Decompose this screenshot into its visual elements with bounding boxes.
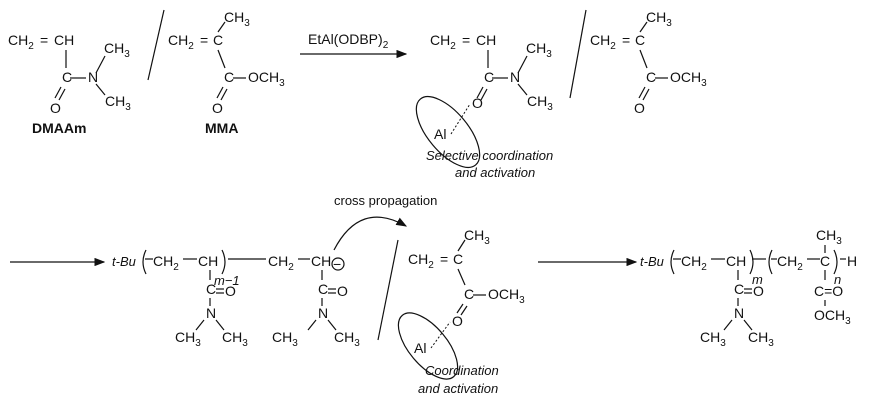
svg-text:=: = (622, 32, 630, 48)
al-coordinated-dmaam: CH2 = CH C N CH3 CH3 O Al (415, 32, 553, 168)
svg-text:O: O (50, 100, 61, 116)
svg-text:C: C (635, 32, 645, 48)
dmaam-label: DMAAm (32, 120, 86, 136)
svg-text:C: C (213, 32, 223, 48)
svg-text:Al: Al (434, 126, 446, 142)
svg-text:=: = (440, 251, 448, 267)
svg-text:CH2: CH2 (777, 253, 803, 273)
svg-text:CH3: CH3 (222, 329, 248, 349)
svg-text:−: − (333, 256, 341, 272)
svg-text:CH2: CH2 (681, 253, 707, 273)
svg-text:C: C (224, 69, 234, 85)
svg-text:C: C (734, 281, 744, 297)
svg-text:CH: CH (726, 253, 746, 269)
cross-propagation-arrow (333, 216, 408, 251)
svg-text:CH3: CH3 (105, 93, 131, 113)
svg-text:O: O (472, 95, 483, 111)
divider-slash (569, 9, 587, 99)
svg-text:C: C (820, 253, 830, 269)
svg-text:CH: CH (54, 32, 74, 48)
svg-text:CH3: CH3 (175, 329, 201, 349)
svg-text:t-Bu: t-Bu (112, 254, 136, 269)
svg-text:O: O (753, 283, 764, 299)
dmaam-structure: CH2 = CH C N CH3 CH3 O (8, 32, 131, 116)
al-coordinated-mma: CH2 = C CH3 C OCH3 O Al (397, 227, 525, 380)
reagent-label: EtAl(ODBP)2 (308, 31, 389, 51)
svg-text:CH3: CH3 (816, 227, 842, 247)
mma-label: MMA (205, 120, 238, 136)
svg-text:CH3: CH3 (700, 329, 726, 349)
svg-text:t-Bu: t-Bu (640, 254, 664, 269)
svg-text:CH3: CH3 (272, 329, 298, 349)
svg-text:Al: Al (414, 340, 426, 356)
block-copolymer-product: t-Bu CH2 CH m C O N CH3 CH3 CH2 C CH3 n … (640, 227, 857, 349)
svg-text:O: O (212, 100, 223, 116)
svg-text:CH3: CH3 (527, 93, 553, 113)
growing-chain-anion: t-Bu CH2 CH m−1 C O N CH3 CH3 CH2 CH − C… (112, 249, 360, 349)
svg-text:CH2: CH2 (430, 32, 456, 52)
svg-text:n: n (834, 272, 841, 287)
svg-text:O: O (337, 283, 348, 299)
svg-text:N: N (318, 305, 328, 321)
divider-slash (147, 9, 165, 81)
svg-text:C: C (453, 251, 463, 267)
selective-caption-line2: and activation (455, 165, 535, 180)
svg-text:=: = (200, 32, 208, 48)
svg-text:=: = (462, 32, 470, 48)
svg-text:CH3: CH3 (464, 227, 490, 247)
cross-propagation-label: cross propagation (334, 193, 437, 208)
svg-text:C: C (464, 286, 474, 302)
svg-text:OCH3: OCH3 (670, 69, 707, 89)
svg-text:CH3: CH3 (224, 9, 250, 29)
svg-text:C: C (62, 69, 72, 85)
svg-text:OCH3: OCH3 (248, 69, 285, 89)
svg-text:C=O: C=O (814, 283, 843, 299)
svg-text:CH2: CH2 (590, 32, 616, 52)
svg-text:CH: CH (311, 253, 331, 269)
coordination-caption-line2: and activation (418, 381, 498, 396)
svg-text:CH3: CH3 (334, 329, 360, 349)
svg-text:O: O (452, 313, 463, 329)
svg-text:O: O (634, 100, 645, 116)
svg-text:m−1: m−1 (214, 273, 240, 288)
svg-text:CH2: CH2 (8, 32, 34, 52)
svg-text:C: C (206, 281, 216, 297)
svg-text:C: C (484, 69, 494, 85)
svg-text:CH2: CH2 (168, 32, 194, 52)
svg-text:CH2: CH2 (408, 251, 434, 271)
svg-text:N: N (88, 69, 98, 85)
svg-text:N: N (206, 305, 216, 321)
divider-slash (377, 239, 399, 341)
svg-text:OCH3: OCH3 (814, 307, 851, 327)
al-ligand-ellipse (415, 96, 481, 168)
svg-text:CH3: CH3 (526, 40, 552, 60)
svg-text:N: N (510, 69, 520, 85)
svg-text:CH3: CH3 (748, 329, 774, 349)
svg-text:CH2: CH2 (268, 253, 294, 273)
svg-text:=: = (40, 32, 48, 48)
mma-structure: CH2 = C CH3 C OCH3 O (168, 9, 285, 116)
svg-text:C: C (646, 69, 656, 85)
svg-text:m: m (752, 272, 763, 287)
svg-text:O: O (225, 283, 236, 299)
selective-caption-line1: Selective coordination (426, 148, 553, 163)
svg-text:OCH3: OCH3 (488, 286, 525, 306)
mma-structure-uncoordinated: CH2 = C CH3 C OCH3 O (590, 9, 707, 116)
svg-text:CH3: CH3 (646, 9, 672, 29)
al-ligand-ellipse (397, 312, 459, 380)
svg-text:CH2: CH2 (153, 253, 179, 273)
svg-text:N: N (734, 305, 744, 321)
svg-text:H: H (847, 253, 857, 269)
svg-text:CH: CH (476, 32, 496, 48)
svg-text:C: C (318, 281, 328, 297)
svg-text:CH3: CH3 (104, 40, 130, 60)
svg-text:CH: CH (198, 253, 218, 269)
coordination-caption-line1: Coordination (425, 363, 499, 378)
